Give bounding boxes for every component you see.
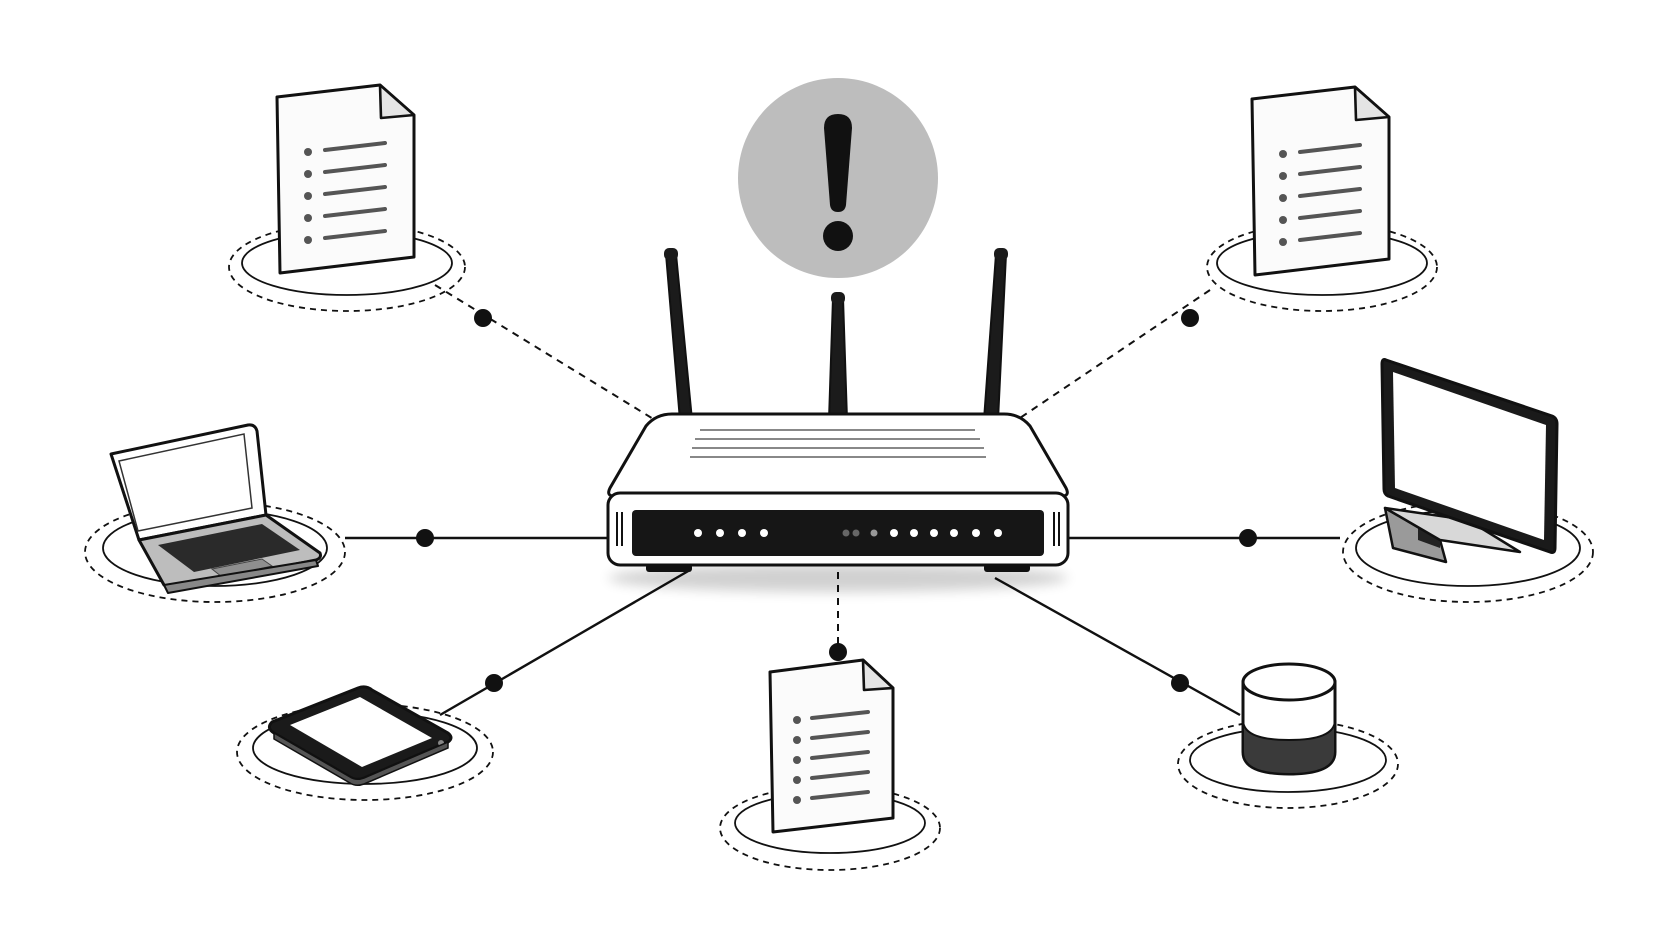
document-icon (1250, 85, 1391, 277)
tablet-icon (267, 685, 453, 787)
link-monitor (1068, 529, 1340, 547)
laptop-icon (109, 423, 322, 594)
monitor-icon (1380, 358, 1559, 564)
document-icon (768, 658, 895, 834)
link-laptop (345, 529, 615, 547)
exclamation-icon (738, 78, 938, 278)
document-icon (275, 83, 416, 275)
link-tablet (439, 568, 691, 717)
link-document-top-left (434, 284, 656, 421)
router-vent-lines (690, 429, 986, 458)
router-status-leds (694, 529, 1002, 537)
connections (345, 284, 1340, 717)
router-side-vents (616, 512, 1060, 546)
router (606, 248, 1070, 592)
link-smart-speaker (994, 576, 1241, 717)
link-document-top-right (1019, 289, 1211, 419)
smart-speaker-icon (1241, 662, 1337, 776)
